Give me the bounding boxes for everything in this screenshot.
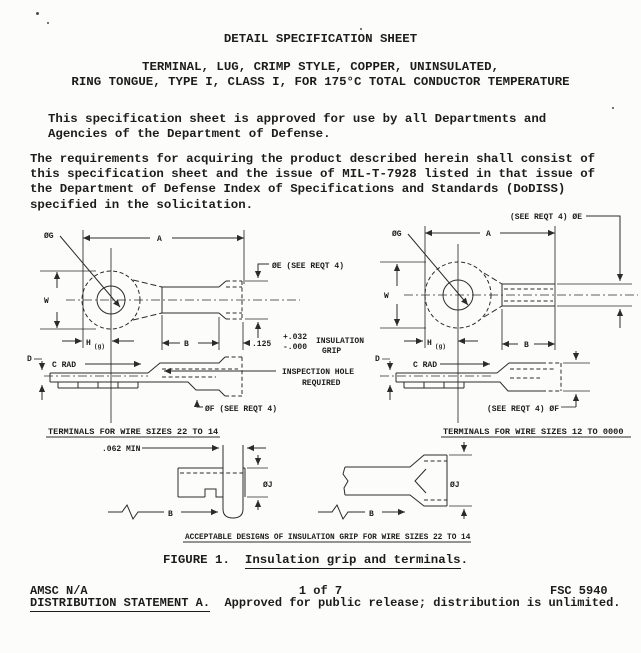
right-terminal-top-view: A ØG W H (g) B (SEE REQT 4) ØE <box>380 213 638 423</box>
figure-caption-period: . <box>460 553 468 567</box>
extension-lines <box>247 467 268 498</box>
dim-label-w: W <box>384 292 389 301</box>
dim-label-b: B <box>184 340 189 349</box>
figure-caption-label: FIGURE 1. <box>163 553 230 567</box>
amsc-number: AMSC N/A <box>30 584 88 598</box>
dim-label-b: B <box>168 510 173 519</box>
extension-lines <box>449 454 472 507</box>
dim-label-b: B <box>369 510 374 519</box>
dim-label-d: D <box>27 355 32 364</box>
dim-label-dia-g: ØG <box>44 232 54 241</box>
hidden-lines <box>162 356 243 397</box>
left-terminal-top-view: A ØG W H (g) B .125 +.032 -.000 INSULATI… <box>40 230 364 423</box>
distribution-statement: DISTRIBUTION STATEMENT A. Approved for p… <box>30 596 621 612</box>
dim-label-h-subscript: (g) <box>94 343 105 350</box>
side-profile <box>395 362 542 392</box>
dim-label-grip-tol-plus: +.032 <box>283 333 307 342</box>
dim-label-a: A <box>157 235 162 244</box>
dim-label-a: A <box>486 230 491 239</box>
scan-speck <box>360 28 362 30</box>
tongue-taper <box>483 272 503 318</box>
left-view-caption: TERMINALS FOR WIRE SIZES 22 TO 14 <box>48 427 218 437</box>
note-required: REQUIRED <box>302 379 341 388</box>
extension-lines <box>40 230 268 350</box>
dim-label-dia-j: ØJ <box>450 481 460 490</box>
dim-label-c-rad: C RAD <box>52 361 76 370</box>
fsc-number: FSC 5940 <box>550 584 608 598</box>
note-inspection-hole: INSPECTION HOLE <box>282 368 354 377</box>
distribution-statement-text: Approved for public release; distributio… <box>224 596 621 610</box>
figure-caption-title: Insulation grip and terminals <box>244 553 461 569</box>
extension-lines <box>380 226 632 350</box>
page-number: 1 of 7 <box>298 584 343 598</box>
dim-label-grip-tol-minus: -.000 <box>283 343 307 352</box>
wire-barrel <box>161 280 227 320</box>
dim-label-dia-f: (SEE REQT 4) ØF <box>487 405 559 414</box>
approval-paragraph: This specification sheet is approved for… <box>48 112 547 142</box>
side-profile <box>49 356 226 397</box>
dim-label-h: H <box>427 339 432 348</box>
dim-label-dia-j: ØJ <box>263 481 273 490</box>
insulation-grip-flare <box>226 280 243 320</box>
break-symbol <box>318 503 365 521</box>
scan-speck <box>47 22 49 24</box>
dim-label-dia-e: ØE (SEE REQT 4) <box>272 262 344 271</box>
note-insulation: INSULATION <box>316 337 364 346</box>
tongue-taper <box>132 279 163 321</box>
dim-label-dia-e: (SEE REQT 4) ØE <box>510 213 582 222</box>
dim-label-min-tab: .062 MIN <box>102 445 141 454</box>
dim-label-h: H <box>86 339 91 348</box>
barrel-hidden-lines <box>504 288 553 302</box>
grip-design-flared: ØJ B <box>318 442 472 521</box>
scan-speck <box>612 107 614 109</box>
dim-label-dia-g: ØG <box>392 230 402 239</box>
right-terminal-side-view: C RAD D (SEE REQT 4) ØF TERMINALS FOR WI… <box>375 351 631 438</box>
left-terminal-side-view: INSPECTION HOLE REQUIRED C RAD D ØF (SEE… <box>27 355 354 438</box>
wire-barrel <box>501 283 555 307</box>
right-view-caption: TERMINALS FOR WIRE SIZES 12 TO 0000 <box>443 427 624 437</box>
hidden-lines <box>510 362 562 392</box>
grip-design-slot-tab: .062 MIN ØJ B <box>102 444 273 521</box>
distribution-statement-label: DISTRIBUTION STATEMENT A. <box>30 596 211 612</box>
dim-label-h-subscript: (g) <box>435 343 446 350</box>
scan-speck <box>36 12 39 15</box>
page-subtitle: TERMINAL, LUG, CRIMP STYLE, COPPER, UNIN… <box>71 60 570 90</box>
figure-caption: FIGURE 1. Insulation grip and terminals. <box>163 553 468 569</box>
dim-label-dia-f: ØF (SEE REQT 4) <box>205 405 277 414</box>
dim-label-w: W <box>44 297 49 306</box>
dim-label-c-rad: C RAD <box>413 361 437 370</box>
hidden-lines <box>424 460 447 501</box>
dim-label-grip-length: .125 <box>252 340 271 349</box>
grip-designs-caption: ACCEPTABLE DESIGNS OF INSULATION GRIP FO… <box>185 534 471 542</box>
note-grip: GRIP <box>322 347 341 356</box>
flared-outline <box>342 454 448 507</box>
slot-tab-outline <box>177 445 246 519</box>
break-symbol <box>108 503 164 521</box>
figure-1-drawing: A ØG W H (g) B .125 +.032 -.000 INSULATI… <box>27 213 638 543</box>
page-title: DETAIL SPECIFICATION SHEET <box>223 32 418 46</box>
dim-label-b: B <box>524 341 529 350</box>
dim-label-d: D <box>375 355 380 364</box>
requirements-paragraph: The requirements for acquiring the produ… <box>30 152 596 212</box>
